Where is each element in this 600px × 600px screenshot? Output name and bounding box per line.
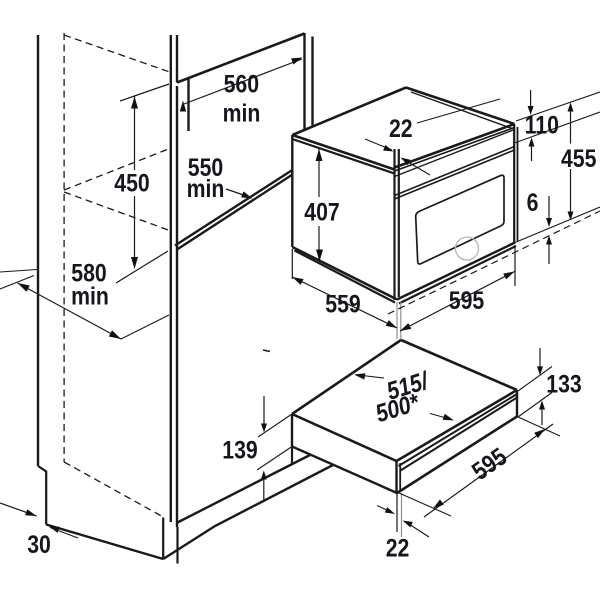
svg-text:559: 559 xyxy=(325,290,361,318)
svg-text:407: 407 xyxy=(304,198,339,226)
svg-text:560: 560 xyxy=(224,70,259,98)
svg-text:550: 550 xyxy=(188,153,223,181)
svg-text:595: 595 xyxy=(449,286,485,314)
svg-text:22: 22 xyxy=(386,534,410,562)
svg-text:133: 133 xyxy=(546,370,582,398)
svg-text:580: 580 xyxy=(71,259,106,287)
svg-text:6: 6 xyxy=(527,188,539,216)
svg-text:min: min xyxy=(187,174,225,202)
svg-text:min: min xyxy=(71,282,109,310)
svg-text:139: 139 xyxy=(222,436,258,464)
svg-text:110: 110 xyxy=(525,111,559,139)
svg-text:22: 22 xyxy=(389,115,413,143)
svg-text:455: 455 xyxy=(561,144,597,172)
svg-text:450: 450 xyxy=(114,169,149,197)
svg-text:30: 30 xyxy=(27,530,51,558)
svg-text:min: min xyxy=(223,99,261,127)
